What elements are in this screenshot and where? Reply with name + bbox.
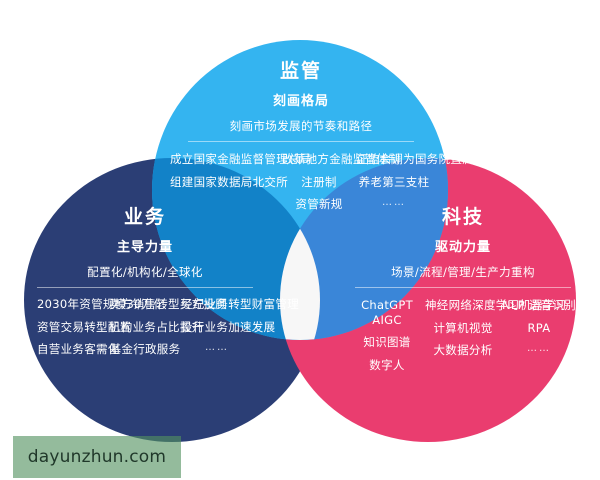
list-item: 资管交易转型配置 [37,319,132,334]
list-item: 投行业务加速发展 [181,319,276,334]
group-technology-column-1: ChatGPT AIGC 知识图谱 数字人 [349,298,425,381]
list-item: 知识图谱 [363,335,411,350]
group-technology-description: 场景/流程/管理/生产力重构 [391,264,535,279]
list-item: 神经网络深度学习机器学习 [425,297,567,312]
group-regulation-column-1: 成立国家金融监督管理总局 组建国家数据局北交所 [170,151,312,220]
watermark: dayunzhun.com [13,436,181,478]
list-item: 机构业务占比提升 [109,319,204,334]
group-business-column-3: 经纪业务转型财富管理 投行业务加速发展 …… [181,296,299,365]
list-item: 卖方销售转型买方投顾 [109,296,227,311]
group-technology-items: ChatGPT AIGC 知识图谱 数字人 神经网络深度学习机器学习 计算机视觉… [338,298,588,381]
group-business-divider [37,286,253,288]
list-item: 大数据分析 [433,343,493,358]
group-regulation-column-3: 证监会调为国务院直属机构 养老第三支柱 …… [356,151,498,220]
group-regulation[interactable]: 监管 刻画格局 刻画市场发展的节奏和路径 成立国家金融监督管理总局 组建国家数据… [168,60,498,220]
group-technology-title: 科技 [441,206,484,228]
list-item: 成立国家金融监督管理总局 [170,151,312,166]
group-business-title: 业务 [123,206,166,228]
list-item: 组建国家数据局北交所 [170,174,288,189]
group-technology-column-2: 神经网络深度学习机器学习 计算机视觉 大数据分析 [425,297,567,381]
group-business-column-1: 2030年资管规模30万亿 资管交易转型配置 自营业务客需化 [37,296,166,365]
watermark-text: dayunzhun.com [27,447,167,467]
group-business-items: 2030年资管规模30万亿 资管交易转型配置 自营业务客需化 卖方销售转型买方投… [20,296,299,365]
group-business[interactable]: 业务 主导力量 配置化/机构化/全球化 2030年资管规模30万亿 资管交易转型… [20,206,299,365]
group-regulation-items: 成立国家金融监督管理总局 组建国家数据局北交所 改革地方金融监管体制 注册制 资… [168,151,498,220]
list-item-ellipsis: …… [382,197,406,209]
list-item: 自营业务客需化 [37,342,120,357]
group-regulation-title: 监管 [279,60,322,82]
list-item: ChatGPT AIGC [361,297,413,327]
group-business-subtitle: 主导力量 [116,239,173,255]
list-item: 计算机视觉 [433,320,493,335]
list-item: 数字人 [369,357,405,372]
group-technology-divider [355,286,571,288]
list-item: NLP 语音识别 [502,297,576,312]
group-technology-subtitle: 驱动力量 [434,239,491,255]
group-technology[interactable]: 科技 驱动力量 场景/流程/管理/生产力重构 ChatGPT AIGC 知识图谱… [338,206,588,381]
group-regulation-divider [188,140,414,142]
list-item-ellipsis: …… [205,342,229,354]
list-item-ellipsis: …… [527,343,551,355]
group-business-description: 配置化/机构化/全球化 [87,264,203,279]
list-item: 改革地方金融监管体制 [282,151,400,166]
list-item: RPA [527,320,551,335]
group-regulation-subtitle: 刻画格局 [272,93,329,109]
group-regulation-description: 刻画市场发展的节奏和路径 [229,118,373,133]
list-item: 2030年资管规模30万亿 [37,296,166,311]
list-item: 经纪业务转型财富管理 [181,296,299,311]
list-item: 证监会调为国务院直属机构 [356,151,498,166]
group-business-column-2: 卖方销售转型买方投顾 机构业务占比提升 基金行政服务 [109,296,227,365]
list-item: 资管新规 [295,197,343,212]
list-item: 养老第三支柱 [358,174,430,189]
group-technology-column-3: NLP 语音识别 RPA …… [501,298,577,381]
list-item: 注册制 [301,174,337,189]
list-item: 基金行政服务 [109,342,181,357]
